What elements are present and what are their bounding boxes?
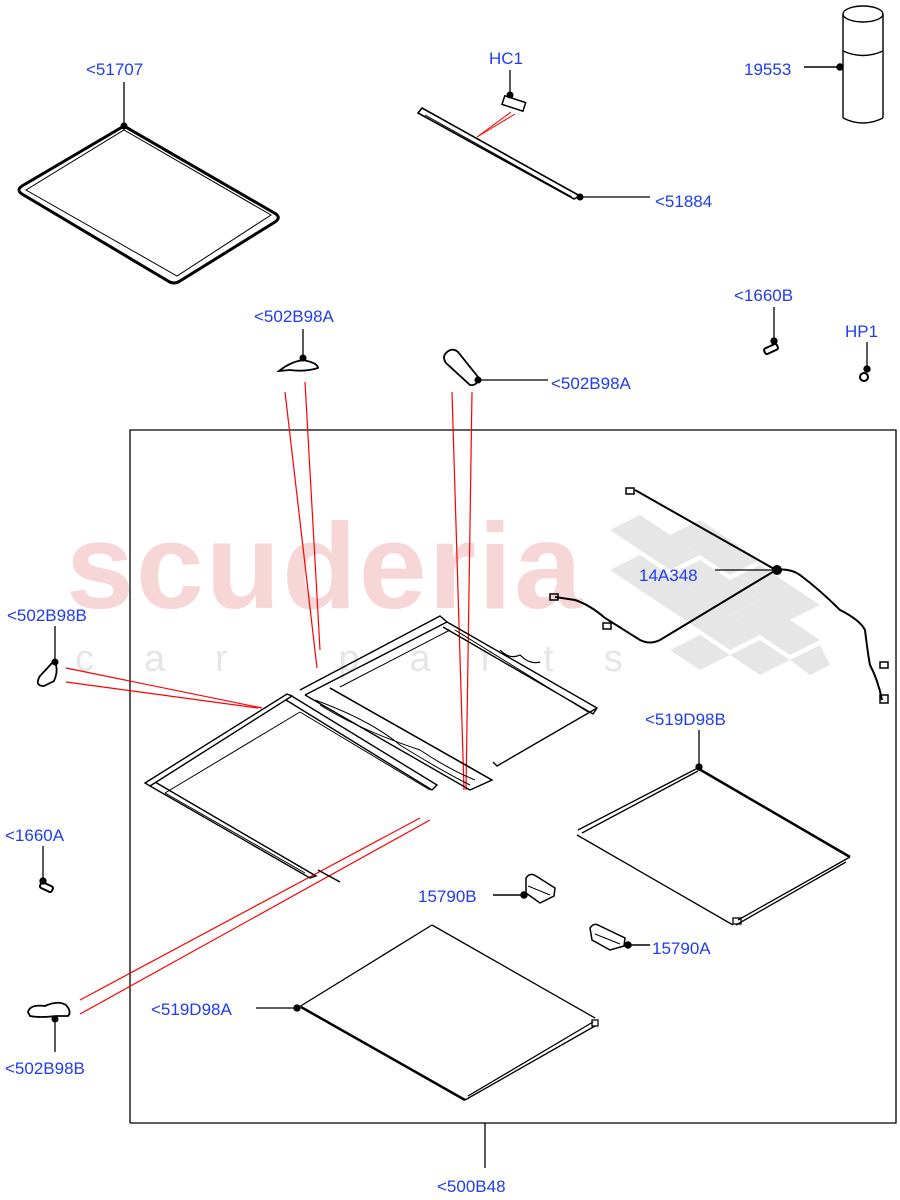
upper-brackets-drawing — [276, 329, 548, 386]
callout-1660a[interactable]: <1660A — [5, 826, 65, 845]
callout-519d98a[interactable]: <519D98A — [151, 1000, 232, 1019]
sunroof-frame-drawing — [143, 615, 598, 883]
callout-51884[interactable]: <51884 — [655, 192, 713, 211]
sunblind-front-drawing — [256, 924, 599, 1102]
wind-deflector-drawing — [416, 70, 650, 201]
assembly-box — [129, 429, 897, 1168]
small-clips-drawing — [763, 307, 871, 382]
glass-seal-frame-drawing — [17, 82, 280, 285]
bracket-lower-drawing — [27, 1001, 71, 1052]
callout-51707[interactable]: <51707 — [86, 60, 144, 79]
callout-14a348[interactable]: 14A348 — [639, 566, 698, 585]
callout-hp1[interactable]: HP1 — [845, 322, 879, 341]
reference-lines — [65, 381, 473, 1015]
callout-502b98a-left[interactable]: <502B98A — [254, 307, 334, 326]
grease-canister-drawing — [804, 5, 884, 124]
callout-19553[interactable]: 19553 — [744, 60, 792, 79]
watermark-brand: scuderia — [66, 498, 584, 634]
callout-1660b[interactable]: <1660B — [734, 286, 794, 305]
callout-519d98b[interactable]: <519D98B — [645, 710, 726, 729]
callout-500b48[interactable]: <500B48 — [437, 1177, 506, 1196]
sunblind-rear-drawing — [576, 730, 851, 926]
wiring-harness-drawing — [549, 487, 889, 704]
callout-hc1[interactable]: HC1 — [489, 49, 524, 68]
callout-502b98b-upper[interactable]: <502B98B — [7, 606, 87, 625]
callout-502b98b-lower[interactable]: <502B98B — [5, 1059, 85, 1078]
clip-1660a-drawing — [38, 846, 54, 894]
callout-15790a[interactable]: 15790A — [652, 939, 711, 958]
checkered-flag-watermark — [610, 515, 830, 675]
callout-15790b[interactable]: 15790B — [418, 887, 477, 906]
bracket-upper-drawing — [36, 626, 59, 687]
motors-drawing — [493, 873, 650, 951]
callout-502b98a-right[interactable]: <502B98A — [551, 374, 631, 393]
